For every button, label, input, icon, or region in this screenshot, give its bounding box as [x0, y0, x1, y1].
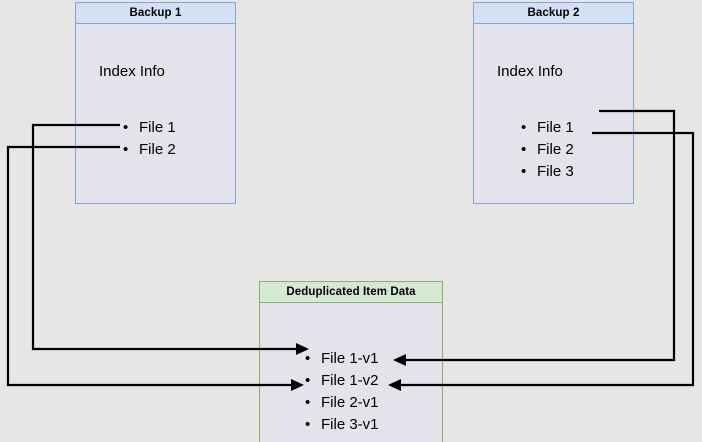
backup-1-index-label: Index Info — [99, 63, 165, 80]
node-deduplicated-body: File 1-v1 File 1-v2 File 2-v1 File 3-v1 — [260, 303, 442, 442]
list-item: File 1-v2 — [303, 370, 379, 392]
backup-1-file-list: File 1 File 2 — [121, 117, 176, 161]
node-backup-2[interactable]: Backup 2 Index Info File 1 File 2 File 3 — [473, 2, 634, 204]
node-deduplicated-title: Deduplicated Item Data — [260, 282, 442, 303]
list-item: File 3 — [519, 161, 574, 183]
list-item: File 2 — [519, 139, 574, 161]
list-item: File 1-v1 — [303, 348, 379, 370]
list-item: File 3-v1 — [303, 414, 379, 436]
list-item: File 2-v1 — [303, 392, 379, 414]
list-item: File 1 — [121, 117, 176, 139]
node-backup-1[interactable]: Backup 1 Index Info File 1 File 2 — [75, 2, 236, 204]
node-backup-1-title: Backup 1 — [76, 3, 235, 24]
node-deduplicated-item-data[interactable]: Deduplicated Item Data File 1-v1 File 1-… — [259, 281, 443, 442]
node-backup-2-body: Index Info File 1 File 2 File 3 — [474, 24, 633, 203]
dedup-file-list: File 1-v1 File 1-v2 File 2-v1 File 3-v1 — [303, 348, 379, 436]
backup-2-file-list: File 1 File 2 File 3 — [519, 117, 574, 183]
backup-2-index-label: Index Info — [497, 63, 563, 80]
node-backup-2-title: Backup 2 — [474, 3, 633, 24]
list-item: File 2 — [121, 139, 176, 161]
list-item: File 1 — [519, 117, 574, 139]
node-backup-1-body: Index Info File 1 File 2 — [76, 24, 235, 203]
